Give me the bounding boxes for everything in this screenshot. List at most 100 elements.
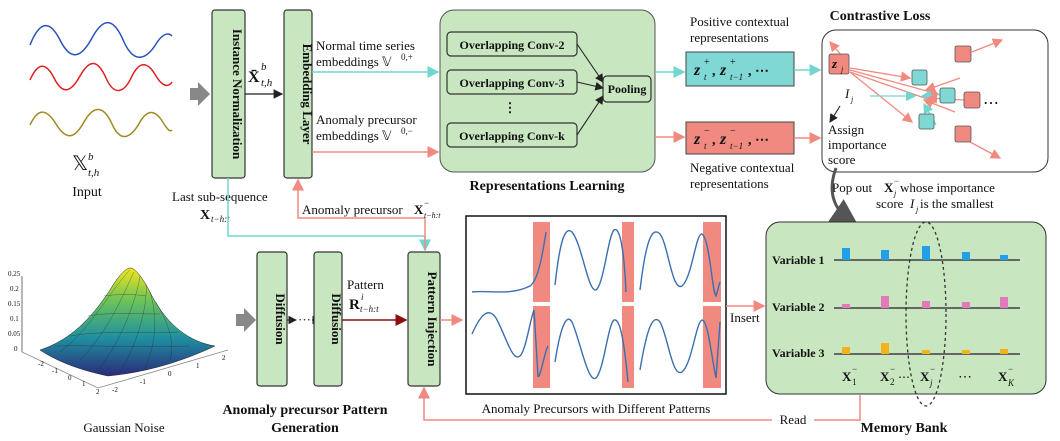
- neg-comma: ,: [712, 133, 716, 148]
- g-xtick-1: -1: [52, 367, 58, 375]
- col-K-sub: K: [1007, 378, 1015, 388]
- g-ytick2-2: 0: [168, 370, 172, 378]
- positive-label2: representations: [690, 30, 769, 45]
- pos-z1-sub: t: [704, 72, 707, 82]
- col-1-X: X: [842, 369, 852, 384]
- g-ytick2-1: -1: [140, 378, 146, 386]
- g-xtick-3: 1: [82, 380, 86, 388]
- g-ytick-0: 0.25: [8, 270, 21, 278]
- neg-z1-sub: t: [704, 141, 707, 151]
- assign-line3: score: [828, 152, 856, 167]
- norm-out-symbol: X̄: [248, 68, 260, 86]
- selected-column-ellipse: [905, 221, 947, 407]
- normal-embed-line2: embeddings 𝕍: [316, 54, 392, 69]
- pos-z2-sup: +: [730, 57, 736, 68]
- last-sub-label: Last sub-sequence: [172, 189, 268, 204]
- anomaly-precursor-label: Anomaly precursor: [302, 202, 403, 217]
- contrastive-dots: ⋯: [983, 95, 999, 112]
- g-ytick-2: 0.15: [8, 300, 21, 308]
- generation-line1: Anomaly precursor Pattern: [222, 403, 387, 418]
- g-ytick2-3: 1: [196, 362, 200, 370]
- g-xtick-4: 2: [96, 388, 100, 396]
- conv2-to-pool: [576, 43, 604, 83]
- col-2-X: X: [880, 369, 890, 384]
- neg-node-1: [954, 45, 972, 63]
- neg-node-2: [963, 91, 981, 109]
- negative-reps-box: [685, 121, 795, 155]
- variable-2-label: Variable 2: [772, 300, 825, 314]
- input-label: Input: [72, 185, 102, 200]
- col-j-sup: −: [930, 364, 935, 374]
- precursors-panel: [465, 215, 727, 395]
- popout-arrow: [826, 167, 860, 229]
- pos-z2: z: [719, 62, 727, 79]
- anomaly-embed-line2: embeddings 𝕍: [316, 128, 392, 143]
- input-symbol: 𝕏: [72, 153, 88, 175]
- col-2-sup: −: [890, 364, 895, 374]
- last-sub-X: X: [200, 208, 210, 223]
- gaussian-label: Gaussian Noise: [83, 420, 164, 435]
- col-1-sup: −: [852, 364, 857, 374]
- negative-label2: representations: [690, 176, 769, 191]
- conv3-to-pool: [576, 81, 605, 91]
- gaussian-plot: 0.25 0.2 0.15 0.1 0.05 0 -2 -1 0 1 2 -2 …: [8, 267, 229, 396]
- anomaly-precursor-arrow: [292, 178, 426, 250]
- diffusion-2-box: [313, 251, 343, 387]
- norm-out-sup: b: [261, 61, 267, 73]
- col-dots-1: ⋯: [898, 370, 910, 384]
- instance-norm-label: Instance Normalization: [230, 29, 245, 160]
- input-arrow: [190, 82, 210, 106]
- assign-line1: Assign: [828, 122, 865, 137]
- insert-label: Insert: [730, 310, 760, 325]
- col-K-X: X: [998, 369, 1008, 384]
- variable-1-label: Variable 1: [772, 253, 825, 267]
- anomaly-embed-line1: Anomaly precursor: [316, 112, 417, 127]
- anomaly-embed-sup: 0,−: [401, 126, 413, 136]
- input-sup: b: [88, 151, 94, 163]
- g-ytick2-4: 2: [222, 354, 226, 362]
- g-ytick-4: 0.05: [8, 330, 21, 338]
- col-j-X: X: [920, 369, 930, 384]
- memory-bank-bars: [842, 246, 1008, 354]
- g-xtick-2: 0: [68, 374, 72, 382]
- popout-line2b: is the smallest: [920, 196, 994, 211]
- norm-out-sub: t,h: [261, 77, 273, 89]
- generation-line2: Generation: [271, 421, 339, 436]
- convk-to-pool: [576, 95, 604, 136]
- last-sub-sub: t−h:t: [211, 214, 230, 224]
- read-label: Read: [780, 412, 807, 427]
- g-ytick-3: 0.1: [10, 315, 19, 323]
- neg-node-3: [954, 125, 972, 143]
- precursor-curves: [471, 228, 721, 383]
- diffusion-1-label: Diffusion: [273, 293, 288, 345]
- diffusion-dots: ···: [298, 312, 311, 327]
- popout-I: I: [909, 196, 915, 211]
- assign-arrow: [829, 105, 841, 123]
- pos-node-1: [911, 69, 928, 86]
- conv-ellipsis: ⋮: [504, 100, 517, 115]
- anomaly-precursor-sub: t−h:t: [424, 211, 441, 220]
- positive-reps-box: [685, 51, 795, 87]
- pooling-label: Pooling: [608, 82, 647, 96]
- g-ytick2-0: -2: [112, 386, 118, 394]
- pattern-label: Pattern: [347, 277, 384, 292]
- zj-node: [828, 53, 850, 75]
- wave-olive: [29, 108, 173, 138]
- input-sub: t,h: [88, 167, 100, 179]
- popout-line1b: whose importance: [900, 180, 995, 195]
- variable-3-label: Variable 3: [772, 346, 825, 360]
- conv-2-label: Overlapping Conv-2: [459, 38, 564, 52]
- pos-z1: z: [693, 62, 701, 79]
- anomaly-precursor-sup: −: [424, 198, 429, 208]
- pos-node-3: [918, 113, 935, 130]
- pos-node-2: [939, 87, 956, 104]
- neg-z1: z: [693, 131, 701, 148]
- neg-z2-sub: t−1: [730, 141, 743, 151]
- wave-blue: [29, 22, 173, 58]
- g-ytick-1: 0.2: [10, 285, 19, 293]
- zj-sub: j: [840, 65, 844, 74]
- negative-label1: Negative contextual: [690, 160, 795, 175]
- zj-label: z: [831, 56, 838, 71]
- col-j-sub: j: [929, 378, 933, 388]
